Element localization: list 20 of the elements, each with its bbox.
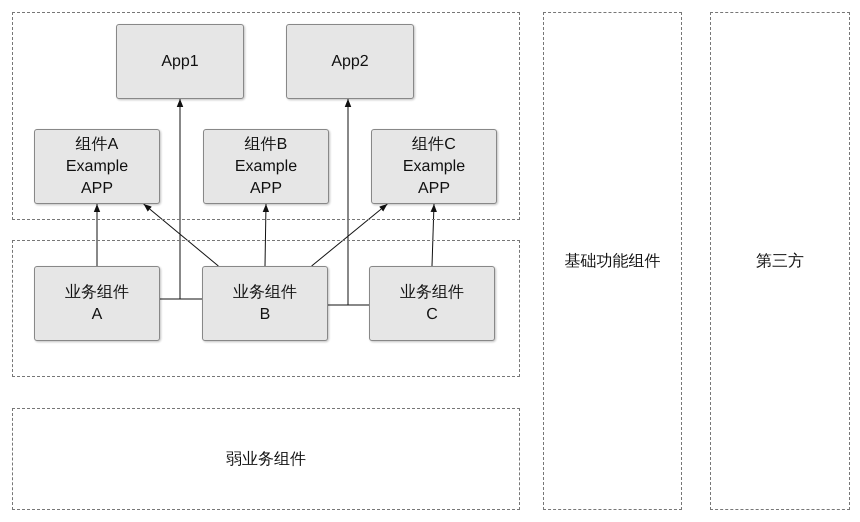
dashed-region: 弱业务组件 xyxy=(12,408,520,510)
arrow xyxy=(94,204,100,266)
dashed-region xyxy=(12,12,520,220)
arrow xyxy=(311,204,388,266)
component-box: 业务组件 A xyxy=(34,266,160,341)
component-box: 组件C Example APP xyxy=(371,129,497,204)
arrow xyxy=(176,98,202,300)
dashed-region xyxy=(12,240,520,377)
dashed-region: 基础功能组件 xyxy=(543,12,682,510)
component-box: 业务组件 B xyxy=(202,266,328,341)
component-box: 组件A Example APP xyxy=(34,129,160,204)
arrow xyxy=(143,204,219,266)
arrow xyxy=(430,204,437,266)
arrow xyxy=(262,204,270,266)
arrow xyxy=(344,98,370,306)
component-box: 组件B Example APP xyxy=(203,129,329,204)
component-box: 业务组件 C xyxy=(369,266,495,341)
component-box: App1 xyxy=(116,24,244,99)
dashed-region: 第三方 xyxy=(710,12,850,510)
component-box: App2 xyxy=(286,24,414,99)
